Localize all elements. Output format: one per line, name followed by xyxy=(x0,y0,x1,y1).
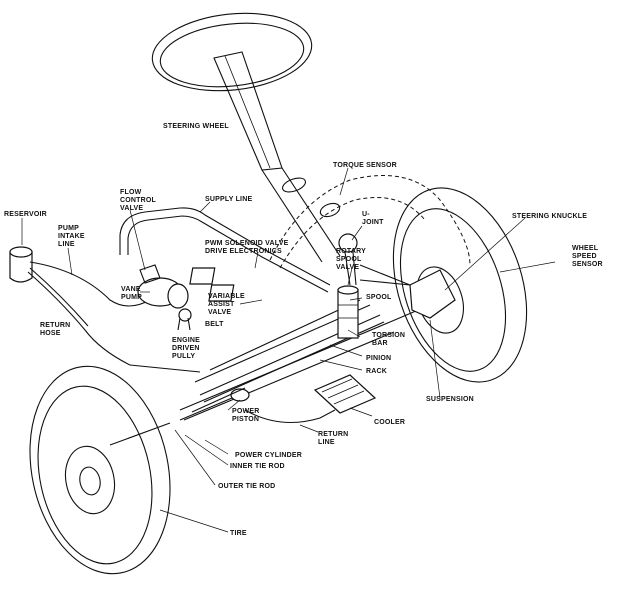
label-vane-pump-1: VANE xyxy=(121,286,141,293)
label-u-joint-1: U- xyxy=(362,211,370,218)
label-power-piston-1: POWER xyxy=(232,408,259,415)
return-line xyxy=(244,409,336,423)
label-rack: RACK xyxy=(366,368,387,375)
label-rotary-spool-valve-1: ROTARY xyxy=(336,248,366,255)
label-return-hose-2: HOSE xyxy=(40,330,61,337)
label-suspension: SUSPENSION xyxy=(426,396,474,403)
rotary-spool-valve xyxy=(337,285,359,339)
power-cylinder xyxy=(179,387,250,421)
label-inner-tie-rod: INNER TIE ROD xyxy=(230,463,285,470)
label-return-hose-1: RETURN xyxy=(40,322,70,329)
label-flow-control-valve-2: CONTROL xyxy=(120,197,157,204)
supply-line xyxy=(119,207,331,286)
label-flow-control-valve-3: VALVE xyxy=(120,205,143,212)
label-engine-driven-pully-1: ENGINE xyxy=(172,337,200,344)
label-vane-pump-2: PUMP xyxy=(121,294,142,301)
label-spool: SPOOL xyxy=(366,294,392,301)
tie-rod xyxy=(109,422,171,446)
label-engine-driven-pully-2: DRIVEN xyxy=(172,345,200,352)
label-variable-assist-valve-2: ASSIST xyxy=(208,301,235,308)
label-steering-knuckle: STEERING KNUCKLE xyxy=(512,213,587,220)
cooler xyxy=(313,374,377,414)
label-supply-line: SUPPLY LINE xyxy=(205,196,252,203)
leader-lines xyxy=(21,167,556,533)
label-power-piston-2: PISTON xyxy=(232,416,259,423)
label-pwm-solenoid-2: DRIVE ELECTRONICS xyxy=(205,248,282,255)
label-pump-intake-line-1: PUMP xyxy=(58,225,79,232)
label-tire: TIRE xyxy=(230,530,247,537)
label-torsion-bar-2: BAR xyxy=(372,340,388,347)
label-reservoir: RESERVOIR xyxy=(4,211,47,218)
rack-housing xyxy=(179,299,395,421)
sensor-wire xyxy=(269,175,471,266)
pump-intake-line xyxy=(29,261,151,307)
label-cooler: COOLER xyxy=(374,419,405,426)
label-wheel-speed-sensor-3: SENSOR xyxy=(572,261,603,268)
reservoir xyxy=(9,246,33,283)
label-pwm-solenoid-1: PWM SOLENOID VALVE xyxy=(205,240,289,247)
vane-pump xyxy=(137,277,192,331)
label-pump-intake-line-3: LINE xyxy=(58,241,75,248)
label-rotary-spool-valve-3: VALVE xyxy=(336,264,359,271)
label-power-cylinder: POWER CYLINDER xyxy=(235,452,302,459)
label-u-joint-2: JOINT xyxy=(362,219,384,226)
label-torque-sensor: TORQUE SENSOR xyxy=(333,162,397,169)
steering-column xyxy=(261,167,341,263)
label-variable-assist-valve-1: VARIABLE xyxy=(208,293,245,300)
label-return-line-2: LINE xyxy=(318,439,335,446)
label-wheel-speed-sensor-1: WHEEL xyxy=(572,245,599,252)
return-hose xyxy=(27,271,201,373)
label-wheel-speed-sensor-2: SPEED xyxy=(572,253,597,260)
label-belt: BELT xyxy=(205,321,224,328)
label-torsion-bar-1: TORSION xyxy=(372,332,405,339)
pwm-solenoid-valve xyxy=(189,267,235,302)
label-outer-tie-rod: OUTER TIE ROD xyxy=(218,483,275,490)
right-wheel xyxy=(392,187,528,383)
label-pump-intake-line-2: INTAKE xyxy=(58,233,85,240)
steering-wheel xyxy=(151,12,313,171)
label-steering-wheel: STEERING WHEEL xyxy=(163,123,229,130)
label-rotary-spool-valve-2: SPOOL xyxy=(336,256,362,263)
steering-knuckle xyxy=(359,264,456,319)
label-engine-driven-pully-3: PULLY xyxy=(172,353,195,360)
left-wheel xyxy=(29,365,171,575)
label-flow-control-valve-1: FLOW xyxy=(120,189,142,196)
flow-control-valve xyxy=(139,264,161,284)
label-pinion: PINION xyxy=(366,355,391,362)
label-variable-assist-valve-3: VALVE xyxy=(208,309,231,316)
label-return-line-1: RETURN xyxy=(318,431,348,438)
